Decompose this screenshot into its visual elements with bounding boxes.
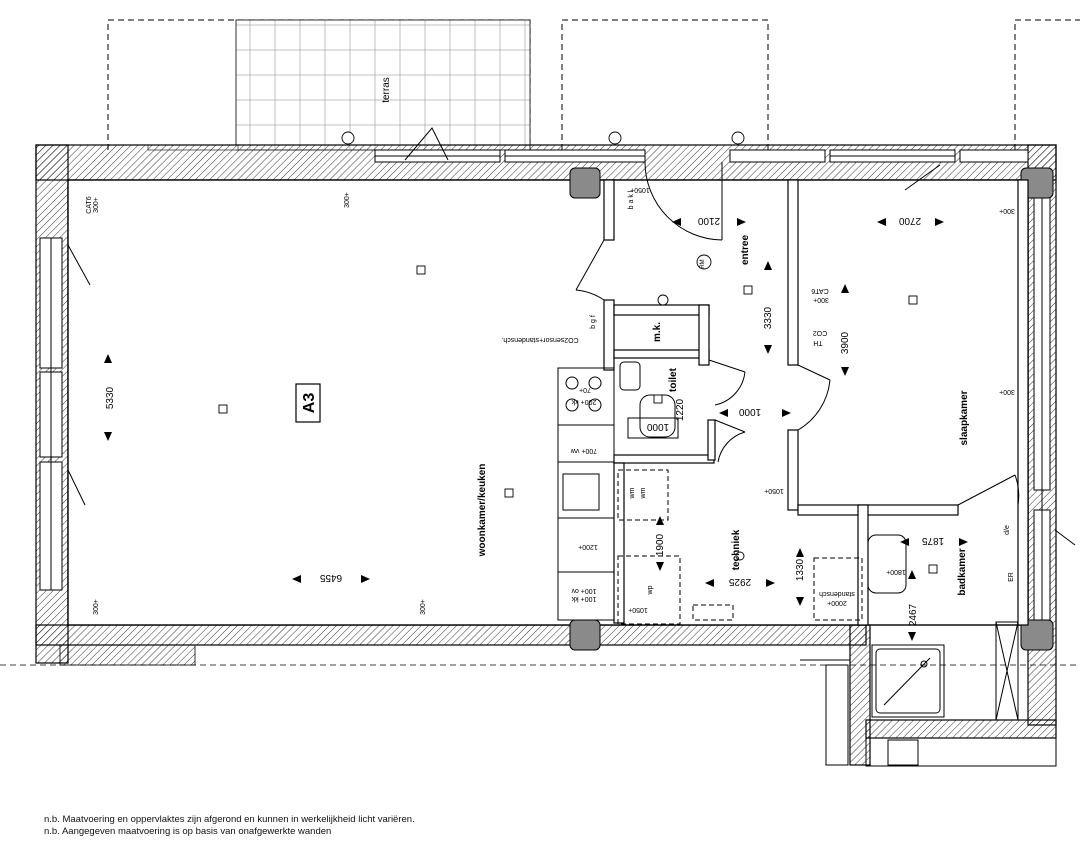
fx-er: ER — [1008, 572, 1015, 582]
room-slaapkamer: slaapkamer — [959, 390, 970, 445]
interior — [67, 179, 1029, 626]
columns — [569, 167, 1054, 651]
kitchen — [557, 367, 615, 621]
fx-cat6-b: CAT6 — [811, 287, 828, 294]
fx-wm2: wm — [640, 487, 647, 499]
fx-kk100: 100+ kk — [571, 595, 596, 602]
fx-h300-f: 300+ — [999, 388, 1015, 395]
room-entree: entree — [740, 235, 751, 265]
dim-slaap-h: 3900 — [840, 331, 851, 354]
fx-h1050-c: 1050+ — [628, 606, 648, 613]
note-line-1: n.b. Maatvoering en oppervlaktes zijn af… — [44, 814, 415, 825]
fx-h2000: 2000+ — [827, 599, 847, 606]
dim-arrows — [104, 218, 968, 641]
ground-line — [0, 644, 1080, 666]
room-toilet: toilet — [668, 367, 679, 392]
fx-rm: RM — [700, 259, 706, 268]
fx-standensch: standensch — [819, 590, 855, 597]
doors — [67, 127, 1076, 546]
room-terras: terras — [381, 77, 392, 103]
fixture-labels: CAT6 300+ 300+ 300+ 300+ 300+ 300+ 300+ … — [86, 186, 1015, 615]
fx-h300-g: 300+ — [813, 296, 829, 303]
unit-label: A3 — [301, 393, 318, 414]
fx-h70: 70+ — [579, 386, 591, 393]
fx-ov100: 100+ ov — [571, 587, 597, 594]
windows-left — [39, 237, 63, 591]
fx-h300-d: 300+ — [420, 599, 427, 615]
fx-h1050-a: 1050+ — [630, 186, 650, 193]
room-techniek: techniek — [731, 529, 742, 570]
unit-label-box — [295, 383, 321, 423]
windows-right — [1033, 189, 1051, 621]
fx-letters-b: b g f — [590, 315, 597, 329]
terras-tiles — [235, 19, 531, 151]
fx-h300-c: 300+ — [93, 599, 100, 615]
fx-h1800: 1800+ — [886, 568, 906, 575]
room-mk: m.k. — [652, 322, 663, 342]
fx-wm: wm — [629, 487, 636, 499]
fx-th: TH — [813, 339, 822, 346]
dim-entree-h: 3330 — [763, 306, 774, 329]
fx-letters-a: b a k l — [628, 190, 635, 209]
dim-hall-w: 1000 — [738, 406, 761, 417]
fx-df: d/e — [1004, 525, 1011, 535]
dim-bad-w: 1875 — [921, 535, 944, 546]
fx-h1200: 1200+ — [578, 543, 598, 550]
fx-cat6-a: CAT6 — [86, 196, 93, 213]
dim-wm-h: 1900 — [655, 533, 666, 556]
room-woonkamer: woonkamer/keuken — [477, 464, 488, 558]
dim-slaap-w: 2700 — [898, 215, 921, 226]
fx-wp: wp — [647, 585, 654, 595]
note-line-2: n.b. Aangegeven maatvoering is op basis … — [44, 826, 332, 837]
fx-co2: CO2 — [813, 329, 828, 336]
fx-h300-a: 300+ — [93, 197, 100, 213]
dim-woon-w: 6455 — [319, 572, 342, 583]
windows-top — [374, 149, 1029, 163]
fx-h300-b: 300+ — [344, 192, 351, 208]
dim-tech-h: 1330 — [795, 558, 806, 581]
tech-room — [617, 469, 863, 625]
fx-kk200: 200+ kk — [571, 398, 596, 405]
dim-toilet-h: 1220 — [675, 398, 686, 421]
fx-h300-e: 300+ — [999, 207, 1015, 214]
dim-entree-w: 2100 — [697, 215, 720, 226]
fx-co2sensor: CO2sensor+standensch. — [501, 336, 578, 343]
room-badkamer: badkamer — [957, 548, 968, 595]
dim-toilet-w: 1000 — [646, 421, 669, 432]
fx-h1050-b: 1050+ — [764, 487, 784, 494]
fx-vw700: 700+ vw — [570, 447, 597, 454]
dim-bad-h: 2467 — [908, 603, 919, 626]
dim-woon-h: 5330 — [105, 386, 116, 409]
fixture-markers — [218, 131, 938, 574]
interior-walls — [603, 179, 1029, 626]
bathroom — [867, 534, 1019, 766]
dim-tech-w: 2925 — [728, 576, 751, 587]
lower-right — [800, 644, 1057, 767]
